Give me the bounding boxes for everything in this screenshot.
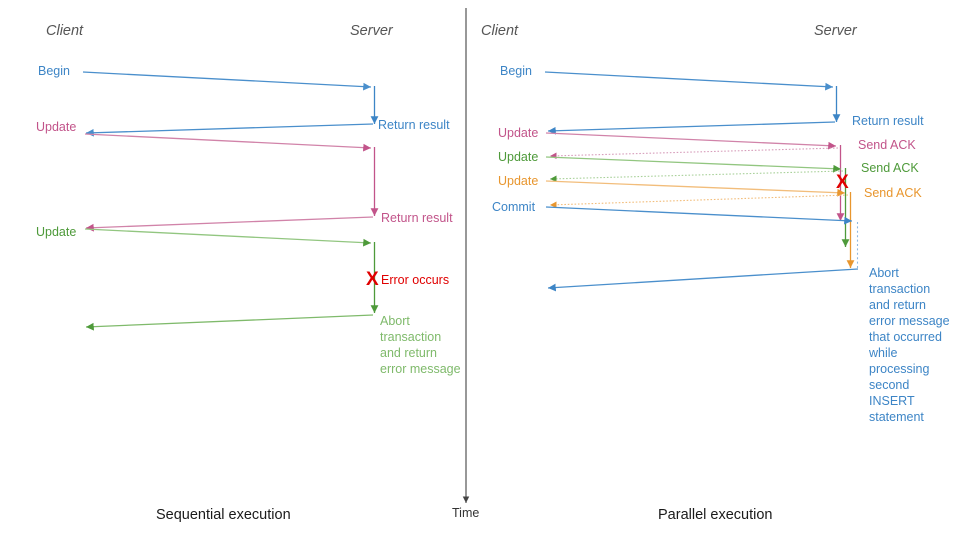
right-message-label-commit: Commit (492, 200, 536, 214)
right-arrow-begin (544, 71, 834, 91)
right-arrow-abort (547, 268, 859, 292)
left-panel-caption: Sequential execution (156, 507, 291, 523)
left-arrow-abort (85, 314, 374, 331)
right-arrow-commit (545, 206, 853, 225)
right-arrow-send-ack-1 (549, 147, 839, 160)
right-message-label-update-3: Update (498, 174, 539, 188)
left-message-label-update-1: Update (36, 120, 77, 134)
left-error-x-icon: X (366, 269, 379, 290)
right-message-label-send-ack-1: Send ACK (858, 138, 916, 152)
left-panel-flow (82, 71, 379, 331)
right-message-label-send-ack-2: Send ACK (861, 161, 919, 175)
right-message-label-begin: Begin (500, 64, 532, 78)
right-arrow-return-result (547, 121, 836, 135)
right-message-label-update-2: Update (498, 150, 539, 164)
right-panel-caption: Parallel execution (658, 507, 773, 523)
left-arrow-update-2 (84, 228, 372, 247)
right-message-label-send-ack-3: Send ACK (864, 186, 922, 200)
left-message-label-return-result-1: Return result (378, 118, 450, 132)
left-message-label-return-result-2: Return result (381, 211, 453, 225)
right-arrow-send-ack-3 (549, 194, 849, 209)
right-actor-server-label: Server (814, 23, 857, 39)
left-abort-note: Abort transaction and return error messa… (380, 314, 461, 376)
right-arrow-update-2 (545, 156, 842, 173)
right-actor-client-label: Client (481, 23, 519, 39)
time-axis-label: Time (452, 506, 480, 520)
right-message-label-update-1: Update (498, 126, 539, 140)
right-panel-flow (544, 71, 859, 292)
left-arrow-return-result-2 (85, 216, 374, 232)
right-arrow-update-1 (545, 132, 837, 150)
left-actor-server-label: Server (350, 23, 393, 39)
right-abort-note: Abort transaction and return error messa… (869, 266, 950, 424)
left-message-label-update-2: Update (36, 225, 77, 239)
right-arrow-update-3 (545, 180, 846, 197)
left-arrow-begin (82, 71, 372, 91)
left-actor-client-label: Client (46, 23, 84, 39)
left-arrow-update-1 (84, 133, 372, 152)
right-error-x-icon: X (836, 172, 849, 193)
left-error-label: Error occurs (381, 273, 450, 287)
right-arrow-send-ack-2 (549, 170, 844, 183)
right-message-label-return-result: Return result (852, 114, 924, 128)
left-arrow-return-result-1 (85, 123, 374, 137)
left-message-label-begin: Begin (38, 64, 70, 78)
